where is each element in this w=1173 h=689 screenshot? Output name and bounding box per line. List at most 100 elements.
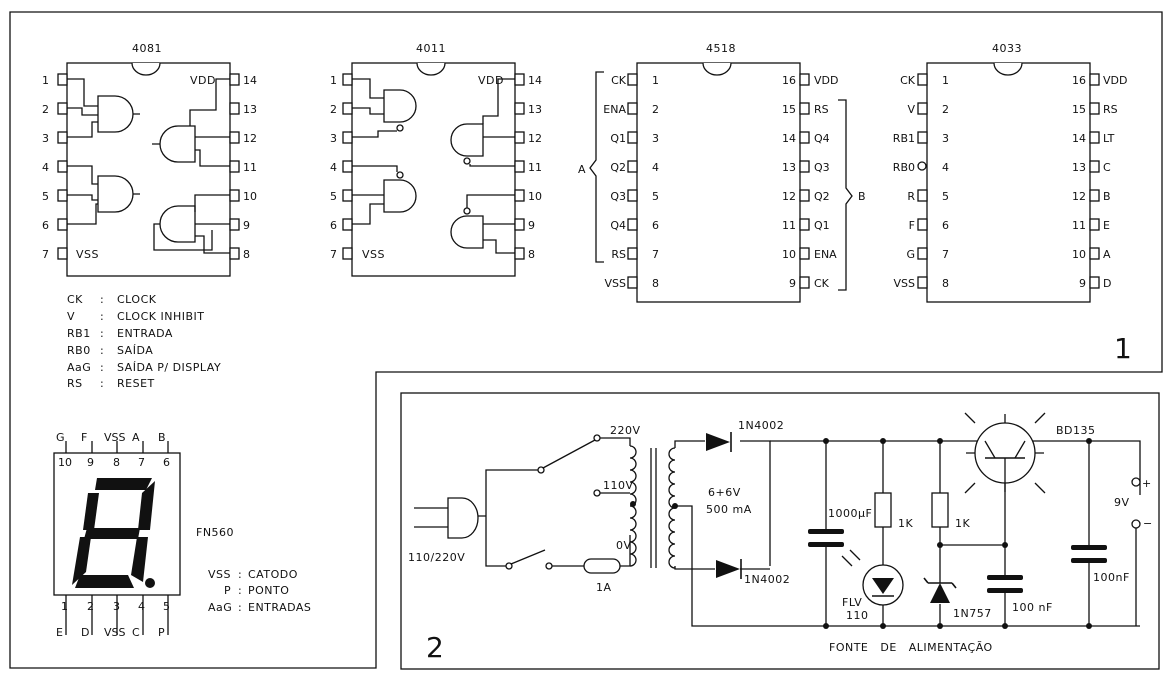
bracket-b xyxy=(838,99,853,291)
label-rb0: RB0 xyxy=(893,161,915,174)
display-pin-6: 6 xyxy=(163,456,170,469)
legend-value: ENTRADAS xyxy=(248,601,311,614)
pin-16: 16 xyxy=(1072,74,1086,87)
output-plus: + xyxy=(1142,477,1152,490)
and-gate-4 xyxy=(153,194,230,254)
figure-number-2: 2 xyxy=(426,631,444,664)
figure-number-1: 1 xyxy=(1114,332,1132,365)
pin-13: 13 xyxy=(782,161,796,174)
display-pin-2: 2 xyxy=(87,600,94,613)
capacitor-100nf-output xyxy=(1071,441,1107,626)
led-label: FLV xyxy=(842,596,862,609)
pin-2: 2 xyxy=(42,103,49,116)
svg-text::: : xyxy=(100,344,104,357)
display-pin-10: 10 xyxy=(58,456,72,469)
pin-5: 5 xyxy=(652,190,659,203)
svg-text::: : xyxy=(238,568,242,581)
label-ena: ENA xyxy=(603,103,626,116)
display-label-g: G xyxy=(56,431,65,444)
tap-0v-label: 0V xyxy=(616,539,632,552)
legend-key: VSS xyxy=(208,568,231,581)
segment-c xyxy=(131,537,148,582)
label-ena: ENA xyxy=(814,248,837,261)
vss-label: VSS xyxy=(362,248,385,261)
legend-key: P xyxy=(224,584,231,597)
segment-d xyxy=(75,575,134,588)
resistor-1k-led xyxy=(874,441,892,626)
display-bottom-pins xyxy=(65,595,169,635)
svg-text::: : xyxy=(100,293,104,306)
pin-11: 11 xyxy=(243,161,257,174)
cap3-label: 100nF xyxy=(1093,571,1130,584)
chip-4081-title: 4081 xyxy=(132,42,162,55)
label-rb1: RB1 xyxy=(893,132,915,145)
label-q1: Q1 xyxy=(814,219,830,232)
chip-4033-pins xyxy=(917,73,1100,289)
chip-4011-title: 4011 xyxy=(416,42,446,55)
label-vdd: VDD xyxy=(814,74,838,87)
legend-value: CLOCK xyxy=(117,293,157,306)
nand-gate-3 xyxy=(450,78,515,167)
svg-text::: : xyxy=(238,601,242,614)
legend-key: CK xyxy=(67,293,83,306)
pin-11: 11 xyxy=(782,219,796,232)
capacitor-100nf xyxy=(987,545,1023,626)
legend-value: SAÍDA xyxy=(117,344,153,357)
chip-4081: 4081 1 2 3 4 5 6 7 14 13 12 11 10 9 8 VD… xyxy=(42,42,257,277)
diode-2 xyxy=(716,559,742,579)
legend-value: CLOCK INHIBIT xyxy=(117,310,204,323)
display-top-pins xyxy=(65,441,169,453)
pin-1: 1 xyxy=(330,74,337,87)
pin-13: 13 xyxy=(528,103,542,116)
pin-6: 6 xyxy=(652,219,659,232)
pin-12: 12 xyxy=(243,132,257,145)
svg-text::: : xyxy=(100,361,104,374)
legend-key: AaG xyxy=(208,601,232,614)
mains-plug-icon xyxy=(414,469,520,567)
tap-110v-label: 110V xyxy=(603,479,634,492)
pin-12: 12 xyxy=(528,132,542,145)
chip-4033: 4033 CK V RB1 RB0 R F G VSS 16 15 14 13 … xyxy=(893,42,1127,303)
display-label-f: F xyxy=(81,431,87,444)
pin-6: 6 xyxy=(330,219,337,232)
and-gate-2 xyxy=(67,165,140,225)
pin-7: 7 xyxy=(942,248,949,261)
pin-3: 3 xyxy=(42,132,49,145)
display-label-b: B xyxy=(158,431,166,444)
label-lt: LT xyxy=(1103,132,1115,145)
pin-6: 6 xyxy=(42,219,49,232)
power-supply-circuit: 110/220V 1A xyxy=(408,412,1152,654)
chip-4518-title: 4518 xyxy=(706,42,736,55)
diode-1 xyxy=(706,432,732,452)
label-vdd: VDD xyxy=(1103,74,1127,87)
pin-8: 8 xyxy=(243,248,250,261)
and-gate-1 xyxy=(67,78,140,138)
pin-10: 10 xyxy=(243,190,257,203)
segment-f xyxy=(83,493,99,530)
pin-2: 2 xyxy=(942,103,949,116)
pin-4: 4 xyxy=(652,161,659,174)
transistor-bd135 xyxy=(964,412,1046,548)
led-label-2: 110 xyxy=(846,609,869,622)
pin-9: 9 xyxy=(789,277,796,290)
pin-1: 1 xyxy=(652,74,659,87)
pin-1: 1 xyxy=(942,74,949,87)
diode2-label: 1N4002 xyxy=(744,573,790,586)
cap2-label: 100 nF xyxy=(1012,601,1053,614)
label-q3: Q3 xyxy=(610,190,626,203)
chip-4518: 4518 CK ENA Q1 Q2 Q3 Q4 RS VSS 16 15 14 … xyxy=(578,42,866,303)
svg-text::: : xyxy=(100,310,104,323)
fuse-label: 1A xyxy=(596,581,612,594)
pin-9: 9 xyxy=(1079,277,1086,290)
svg-text::: : xyxy=(238,584,242,597)
pin-3: 3 xyxy=(652,132,659,145)
output-voltage-label: 9V xyxy=(1114,496,1130,509)
label-rs: RS xyxy=(814,103,829,116)
mains-label: 110/220V xyxy=(408,551,465,564)
label-q2: Q2 xyxy=(814,190,830,203)
positive-rail xyxy=(770,440,1141,495)
circuit-title: FONTE DE ALIMENTAÇÃO xyxy=(829,641,993,654)
label-a: A xyxy=(1103,248,1111,261)
